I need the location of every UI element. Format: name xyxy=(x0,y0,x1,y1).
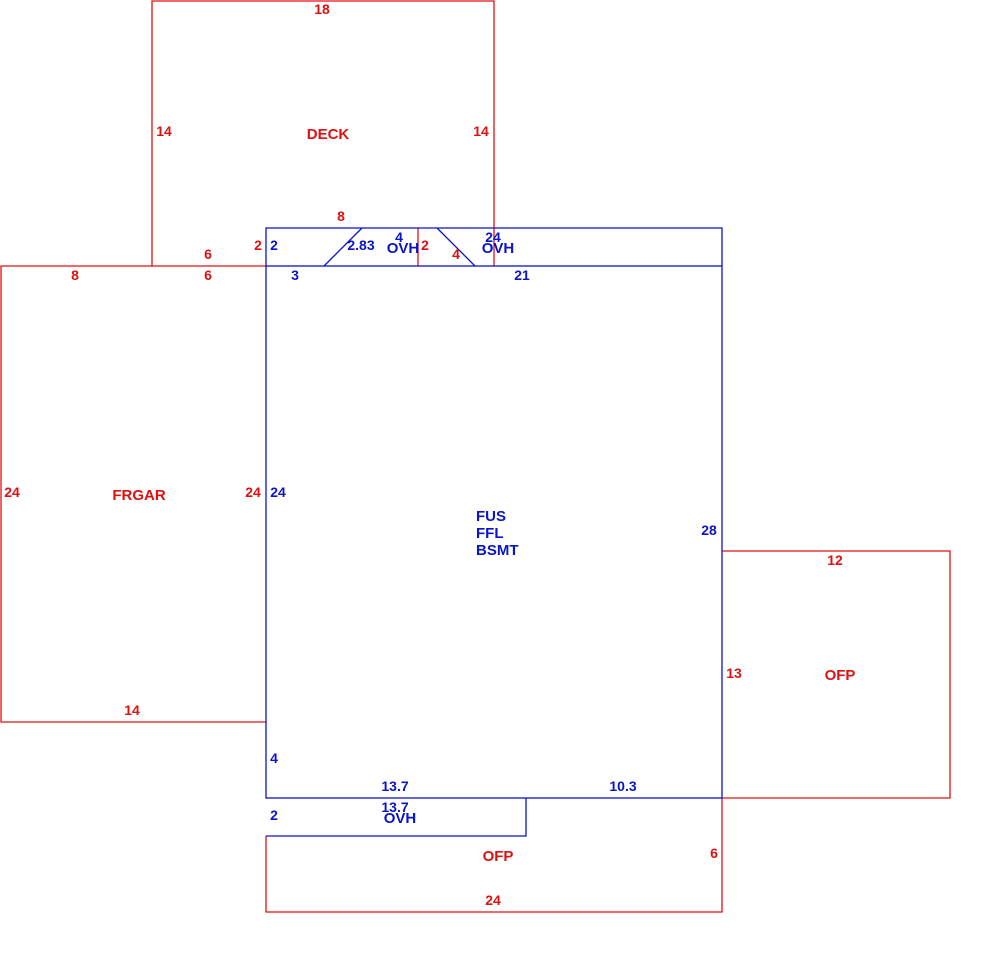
ovh-dim-c2: 2 xyxy=(421,237,429,253)
ovh-bottom-dim-left: 2 xyxy=(270,807,278,823)
fus-label-2: FFL xyxy=(476,525,504,542)
ovh-top-outline xyxy=(265,227,723,266)
ofp-right-outline xyxy=(722,550,951,799)
fus-dim-bottom-a: 13.7 xyxy=(381,778,408,794)
ovh-dim-d: 4 xyxy=(452,246,460,262)
ofp-bottom-label: OFP xyxy=(483,848,514,865)
ofp-bottom-outline xyxy=(265,798,723,913)
ovh-bottom-label: OVH xyxy=(384,810,417,827)
deck-dim-top: 18 xyxy=(314,1,330,17)
ovh-dim-a: 2.83 xyxy=(347,237,374,253)
fus-outline xyxy=(265,265,723,799)
blue-outlines xyxy=(265,227,723,837)
deck-dim-bottom-b: 8 xyxy=(337,208,345,224)
frgar-label: FRGAR xyxy=(112,487,165,504)
fus-dim-notch-b: 3 xyxy=(291,267,299,283)
deck-outline xyxy=(151,0,495,266)
fus-dim-left-lower: 4 xyxy=(270,750,278,766)
frgar-dim-bottom: 14 xyxy=(124,702,140,718)
fus-dim-right: 28 xyxy=(701,522,717,538)
frgar-outline xyxy=(0,265,266,723)
ofp-bottom-dim-right: 6 xyxy=(710,845,718,861)
ovh-bottom-dim-top: 13.7 xyxy=(381,799,408,815)
red-outlines xyxy=(0,0,951,913)
ovh-label-b: OVH xyxy=(482,240,515,257)
ovh-dim-e: 24 xyxy=(485,229,501,245)
frgar-dim-top-a: 8 xyxy=(71,267,79,283)
frgar-dim-top-b: 6 xyxy=(204,267,212,283)
ovh-dim-c: 2 xyxy=(254,237,262,253)
ofp-right-dim-top: 12 xyxy=(827,552,843,568)
ovh-dim-b: 4 xyxy=(395,229,403,245)
deck-dim-bottom-a: 6 xyxy=(204,246,212,262)
ovh-bay-left xyxy=(323,227,363,267)
fus-label-1: FUS xyxy=(476,508,506,525)
ofp-right-label: OFP xyxy=(825,667,856,684)
ovh-bottom-outline xyxy=(266,798,527,837)
red-labels: DECK 18 14 14 6 8 FRGAR 8 6 24 24 14 2 2… xyxy=(4,1,855,908)
deck-dim-right: 14 xyxy=(473,123,489,139)
fus-dim-left: 24 xyxy=(270,484,286,500)
frgar-dim-right: 24 xyxy=(245,484,261,500)
ofp-right-dim-left: 13 xyxy=(726,665,742,681)
ofp-bottom-dim-bottom: 24 xyxy=(485,892,501,908)
ovh-label-a: OVH xyxy=(387,240,420,257)
frgar-dim-left: 24 xyxy=(4,484,20,500)
fus-dim-notch-a: 2 xyxy=(270,237,278,253)
ovh-bay-right xyxy=(436,227,476,267)
fus-dim-top: 21 xyxy=(514,267,530,283)
fus-dim-bottom-b: 10.3 xyxy=(609,778,636,794)
deck-dim-left: 14 xyxy=(156,123,172,139)
fus-label-3: BSMT xyxy=(476,542,519,559)
deck-label: DECK xyxy=(307,126,350,143)
blue-labels: FUS FFL BSMT 24 4 28 21 13.7 10.3 2 3 2.… xyxy=(270,229,717,827)
